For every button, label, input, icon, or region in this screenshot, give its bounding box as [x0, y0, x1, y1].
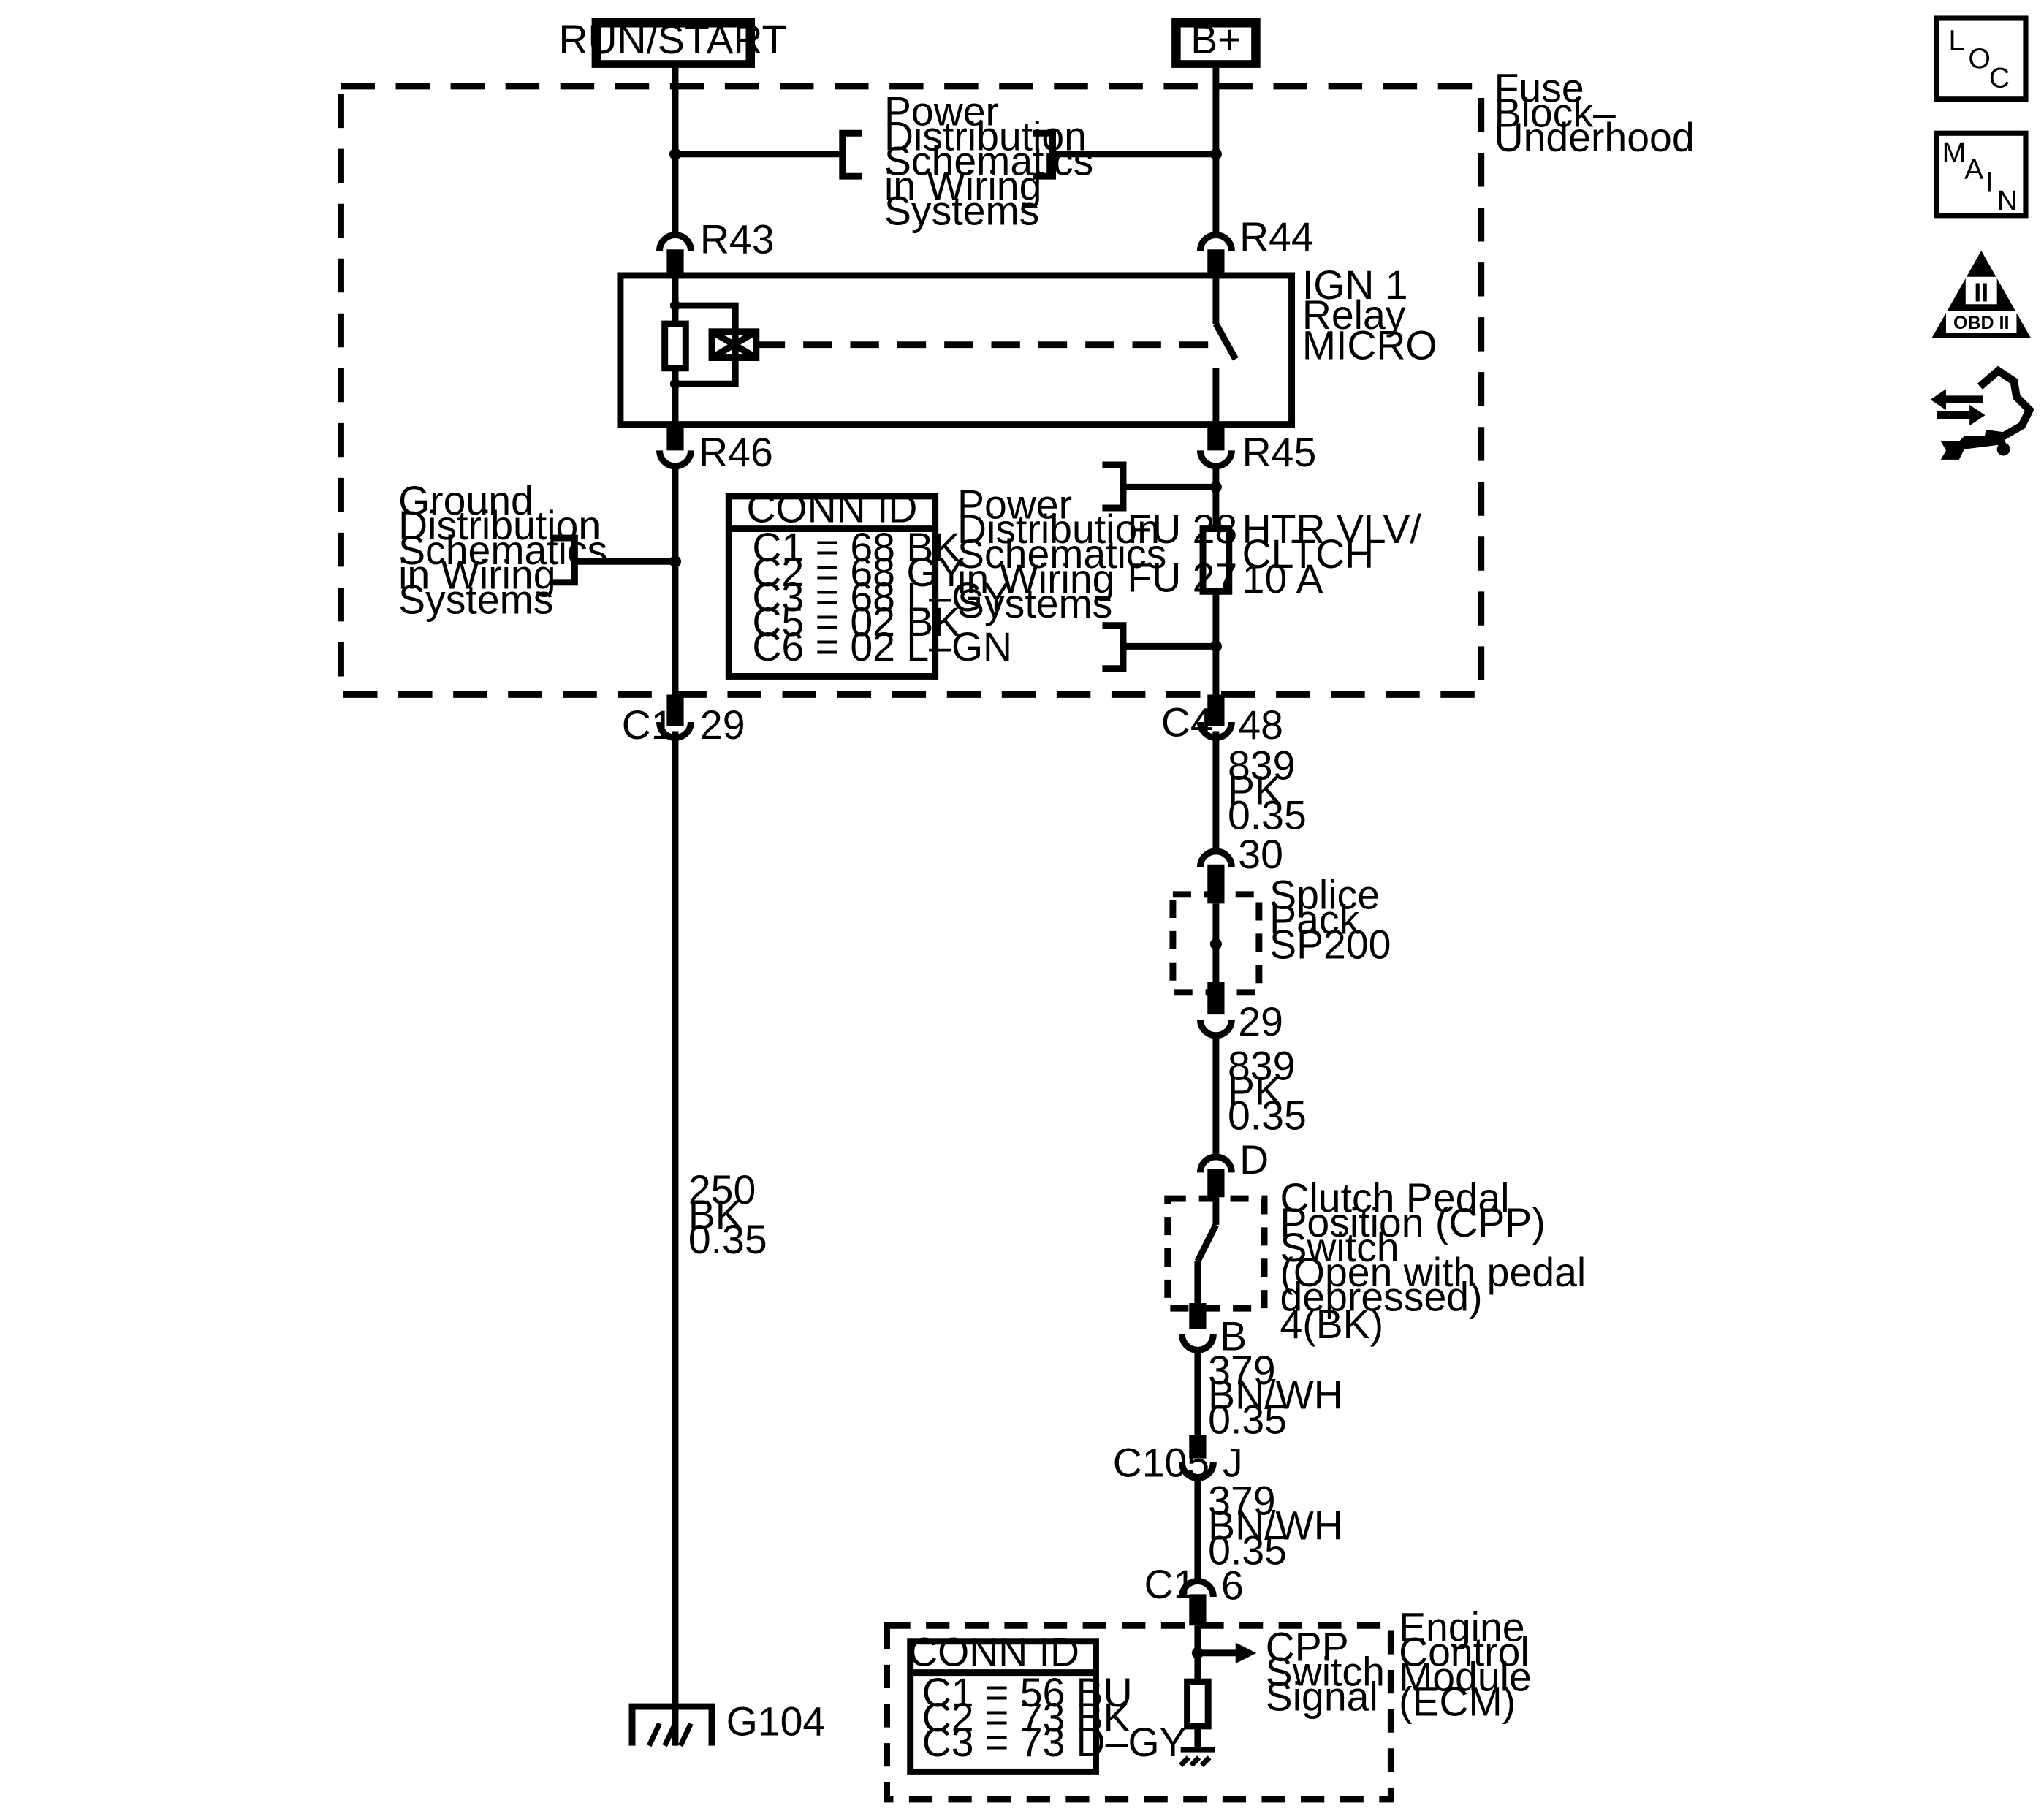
- connector-c105: C105 J: [1113, 1440, 1243, 1486]
- svg-text:R46: R46: [699, 430, 773, 475]
- splice-pack-sp200: 30 29 Splice Pack SP200: [1169, 832, 1391, 1044]
- svg-text:C3 = 73 D–GY: C3 = 73 D–GY: [922, 1720, 1187, 1765]
- svg-text:C1: C1: [1144, 1562, 1196, 1607]
- relay-label: IGN 1 Relay MICRO: [1302, 262, 1437, 368]
- conn-id-table-fuse-block: CONN ID C1 = 68 BK C2 = 68 GY C3 = 68 L–…: [725, 486, 1012, 680]
- svg-text:29: 29: [700, 702, 745, 748]
- svg-text:J: J: [1223, 1440, 1243, 1486]
- svg-text:Power Distribution: Power Distribution Schematics in Wiring …: [884, 89, 1105, 234]
- terminal-r44: R44: [1196, 214, 1314, 259]
- diagnostic-tools-icon[interactable]: [1930, 365, 2034, 460]
- right-circuit-wire: [1189, 67, 1225, 1626]
- fuse-block-label: Fuse Block– Underhood: [1494, 65, 1695, 160]
- cpp-switch: D B Clutch Pedal Position (CPP) Switch (…: [1164, 1137, 1597, 1359]
- wire-839-label-upper: 839 PK 0.35: [1228, 743, 1307, 838]
- conn-id-table-ecm: CONN ID C1 = 56 BU C2 = 73 BK C3 = 73 D–…: [907, 1630, 1187, 1775]
- svg-text:Clutch Pedal Position (C: Clutch Pedal Position (CPP) Switch (Open…: [1280, 1175, 1597, 1347]
- svg-text:L: L: [1949, 24, 1965, 56]
- svg-text:Ground Distribution: Ground Distribution Schematics in Wiring…: [398, 478, 619, 623]
- engine-control-module: CPP Switch Signal Engine Control Module …: [884, 1605, 1543, 1803]
- svg-text:C1 = 56 BU: C1 = 56 BU: [922, 1670, 1133, 1715]
- svg-text:FU 28: FU 28: [1127, 506, 1237, 552]
- terminal-r46: R46: [656, 430, 773, 475]
- svg-text:C105: C105: [1113, 1440, 1209, 1486]
- svg-text:CONN ID: CONN ID: [908, 1630, 1079, 1675]
- svg-text:R43: R43: [700, 217, 775, 262]
- main-menu-icon[interactable]: M A I N: [1934, 130, 2029, 219]
- svg-text:G104: G104: [726, 1698, 825, 1744]
- b-plus-label: B+: [1190, 17, 1241, 62]
- svg-text:30: 30: [1238, 832, 1283, 877]
- ign1-relay: IGN 1 Relay MICRO: [617, 262, 1437, 428]
- svg-text:FU 27: FU 27: [1127, 555, 1237, 600]
- relay-coil-resistor: [661, 320, 689, 372]
- battery-power-source: B+: [1171, 17, 1261, 68]
- wire-379-label-lower: 379 BN/WH 0.35: [1208, 1478, 1354, 1573]
- wire-379-label-upper: 379 BN/WH 0.35: [1208, 1348, 1354, 1443]
- svg-text:29: 29: [1238, 999, 1283, 1044]
- power-distribution-ref-top: Power Distribution Schematics in Wiring …: [669, 89, 1222, 234]
- svg-text:II: II: [1974, 278, 1988, 308]
- svg-text:I: I: [1986, 167, 1994, 199]
- connector-ecm-c1-pin6: C1 6: [1144, 1562, 1244, 1609]
- svg-text:A: A: [1964, 153, 1984, 186]
- svg-text:OBD II: OBD II: [1953, 313, 2009, 333]
- svg-text:C5 = 02 BK: C5 = 02 BK: [752, 599, 960, 645]
- svg-text:R44: R44: [1239, 214, 1314, 259]
- svg-text:N: N: [1997, 185, 2018, 217]
- terminal-r43: R43: [656, 217, 775, 262]
- run-start-power-source: RUN/START: [559, 17, 787, 68]
- location-icon[interactable]: L O C: [1934, 15, 2029, 102]
- svg-text:CONN ID: CONN ID: [747, 486, 918, 531]
- ground-distribution-ref: Ground Distribution Schematics in Wiring…: [398, 478, 682, 623]
- svg-text:C3 = 68 L–GY: C3 = 68 L–GY: [752, 574, 1010, 620]
- fuse-block-border: [337, 83, 1485, 698]
- ground-g104: G104: [628, 1698, 825, 1747]
- svg-text:Power Distribution: Power Distribution Schematics in Wiring …: [957, 482, 1178, 626]
- svg-text:C2 = 73 BK: C2 = 73 BK: [922, 1695, 1131, 1740]
- run-start-label: RUN/START: [559, 17, 787, 62]
- svg-text:M: M: [1942, 137, 1967, 169]
- svg-text:C: C: [1989, 62, 2010, 94]
- wire-250-label: 250 BK 0.35: [688, 1167, 767, 1262]
- svg-text:R45: R45: [1242, 430, 1317, 475]
- connector-c4-pin48: C4 48: [1161, 700, 1283, 748]
- svg-text:C6 = 02 L–GN: C6 = 02 L–GN: [752, 624, 1012, 669]
- svg-text:HTR VLV/ CLTCH 10: HTR VLV/ CLTCH 10 A: [1242, 506, 1433, 601]
- svg-text:D: D: [1239, 1137, 1269, 1182]
- svg-text:6: 6: [1221, 1563, 1244, 1609]
- wire-839-label-lower: 839 PK 0.35: [1228, 1044, 1307, 1139]
- svg-text:48: 48: [1238, 702, 1283, 748]
- svg-text:Engine Control Mod: Engine Control Module (ECM): [1399, 1605, 1543, 1725]
- svg-text:O: O: [1968, 42, 1991, 75]
- terminal-r45: R45: [1196, 430, 1317, 475]
- svg-text:B: B: [1220, 1313, 1247, 1359]
- svg-text:C1 = 68 BK: C1 = 68 BK: [752, 525, 960, 570]
- connector-c1-pin29: C1 29: [622, 702, 745, 748]
- obd-ii-icon[interactable]: II OBD II: [1931, 251, 2032, 338]
- ecm-pullup-resistor: [1184, 1678, 1212, 1730]
- svg-text:C2 = 68 GY: C2 = 68 GY: [752, 550, 965, 595]
- fuse-htr-vlv-cltch: FU 28 FU 27 HTR VLV/ CLTCH 10 A: [1127, 506, 1433, 601]
- svg-text:C4: C4: [1161, 700, 1213, 745]
- svg-text:CPP Switch Signal: CPP Switch Signal: [1266, 1625, 1397, 1720]
- svg-text:C1: C1: [622, 702, 674, 748]
- svg-text:Splice Pack SP200: Splice Pack SP200: [1269, 872, 1391, 967]
- power-distribution-ref-mid: Power Distribution Schematics in Wiring …: [957, 461, 1222, 672]
